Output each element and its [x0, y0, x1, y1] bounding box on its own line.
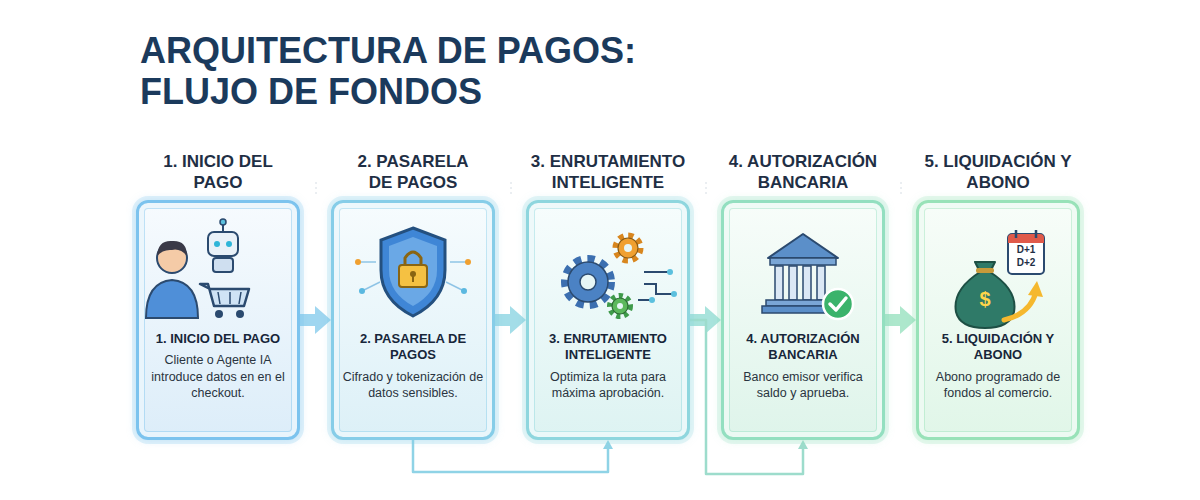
icon-label: $: [979, 289, 990, 309]
customer-agent-icon: [146, 219, 249, 318]
step-box: 2. PASARELA DE PAGOS2. PASARELA DE PAGOS…: [331, 200, 495, 440]
step-heading: 4. AUTORIZACIÓN BANCARIA: [717, 152, 889, 193]
shield-lock-icon: [355, 228, 471, 316]
step-heading: 1. INICIO DEL PAGO: [163, 152, 273, 193]
step-description: Cifrado y tokenización de datos sensible…: [342, 369, 484, 402]
step-box: 4. AUTORIZACIÓN BANCARIA4. AUTORIZACIÓN …: [721, 200, 885, 440]
step-heading: 5. LIQUIDACIÓN Y ABONO: [923, 152, 1073, 193]
step-box: 3. ENRUTAMIENTO INTELIGENTE3. ENRUTAMIEN…: [526, 200, 690, 440]
step-description: Cliente o Agente IA introduce datos en e…: [147, 352, 289, 401]
flow-arrow: [495, 314, 510, 326]
box-fill: [721, 200, 885, 440]
icon-label: D+1: [1017, 245, 1036, 255]
box-fill: [136, 200, 300, 440]
step-box: 1. INICIO DEL PAGO1. INICIO DEL PAGO Clie…: [136, 200, 300, 440]
settlement-icon: [956, 230, 1045, 328]
step-title: 4. AUTORIZACIÓN BANCARIA: [732, 331, 874, 364]
step-description: Abono programado de fondos al comercio.: [927, 369, 1069, 402]
step-content: 3. ENRUTAMIENTO INTELIGENTE Optimiza la r…: [537, 331, 679, 401]
step-title: 1. INICIO DEL PAGO: [147, 331, 289, 347]
return-connector: [413, 440, 608, 472]
bank-icon: [762, 234, 853, 319]
icon-label: D+2: [1017, 258, 1036, 268]
routing-gears-icon: [566, 236, 677, 316]
step-title: 3. ENRUTAMIENTO INTELIGENTE: [537, 331, 679, 364]
step-content: 5. LIQUIDACIÓN Y ABONO Abono programado d…: [927, 331, 1069, 401]
box-fill: [916, 200, 1080, 440]
step-content: 4. AUTORIZACIÓN BANCARIA Banco emisor ver…: [732, 331, 874, 401]
step-heading: 3. ENRUTAMIENTO INTELIGENTE: [518, 152, 698, 193]
diagram-title: ARQUITECTURA DE PAGOS: FLUJO DE FONDOS: [140, 30, 700, 113]
step-title: 2. PASARELA DE PAGOS: [342, 331, 484, 364]
flow-arrow: [885, 314, 900, 326]
box-fill: [526, 200, 690, 440]
step-title: 5. LIQUIDACIÓN Y ABONO: [927, 331, 1069, 364]
step-heading: 2. PASARELA DE PAGOS: [348, 152, 478, 193]
step-box: 5. LIQUIDACIÓN Y ABONO5. LIQUIDACIÓN Y A…: [916, 200, 1080, 440]
step-description: Banco emisor verifica saldo y aprueba.: [732, 369, 874, 402]
step-content: 2. PASARELA DE PAGOS Cifrado y tokenizaci…: [342, 331, 484, 401]
flow-arrow: [300, 314, 315, 326]
box-fill: [331, 200, 495, 440]
step-description: Optimiza la ruta para máxima aprobación.: [537, 369, 679, 402]
step-content: 1. INICIO DEL PAGO Cliente o Agente IA in…: [147, 331, 289, 401]
